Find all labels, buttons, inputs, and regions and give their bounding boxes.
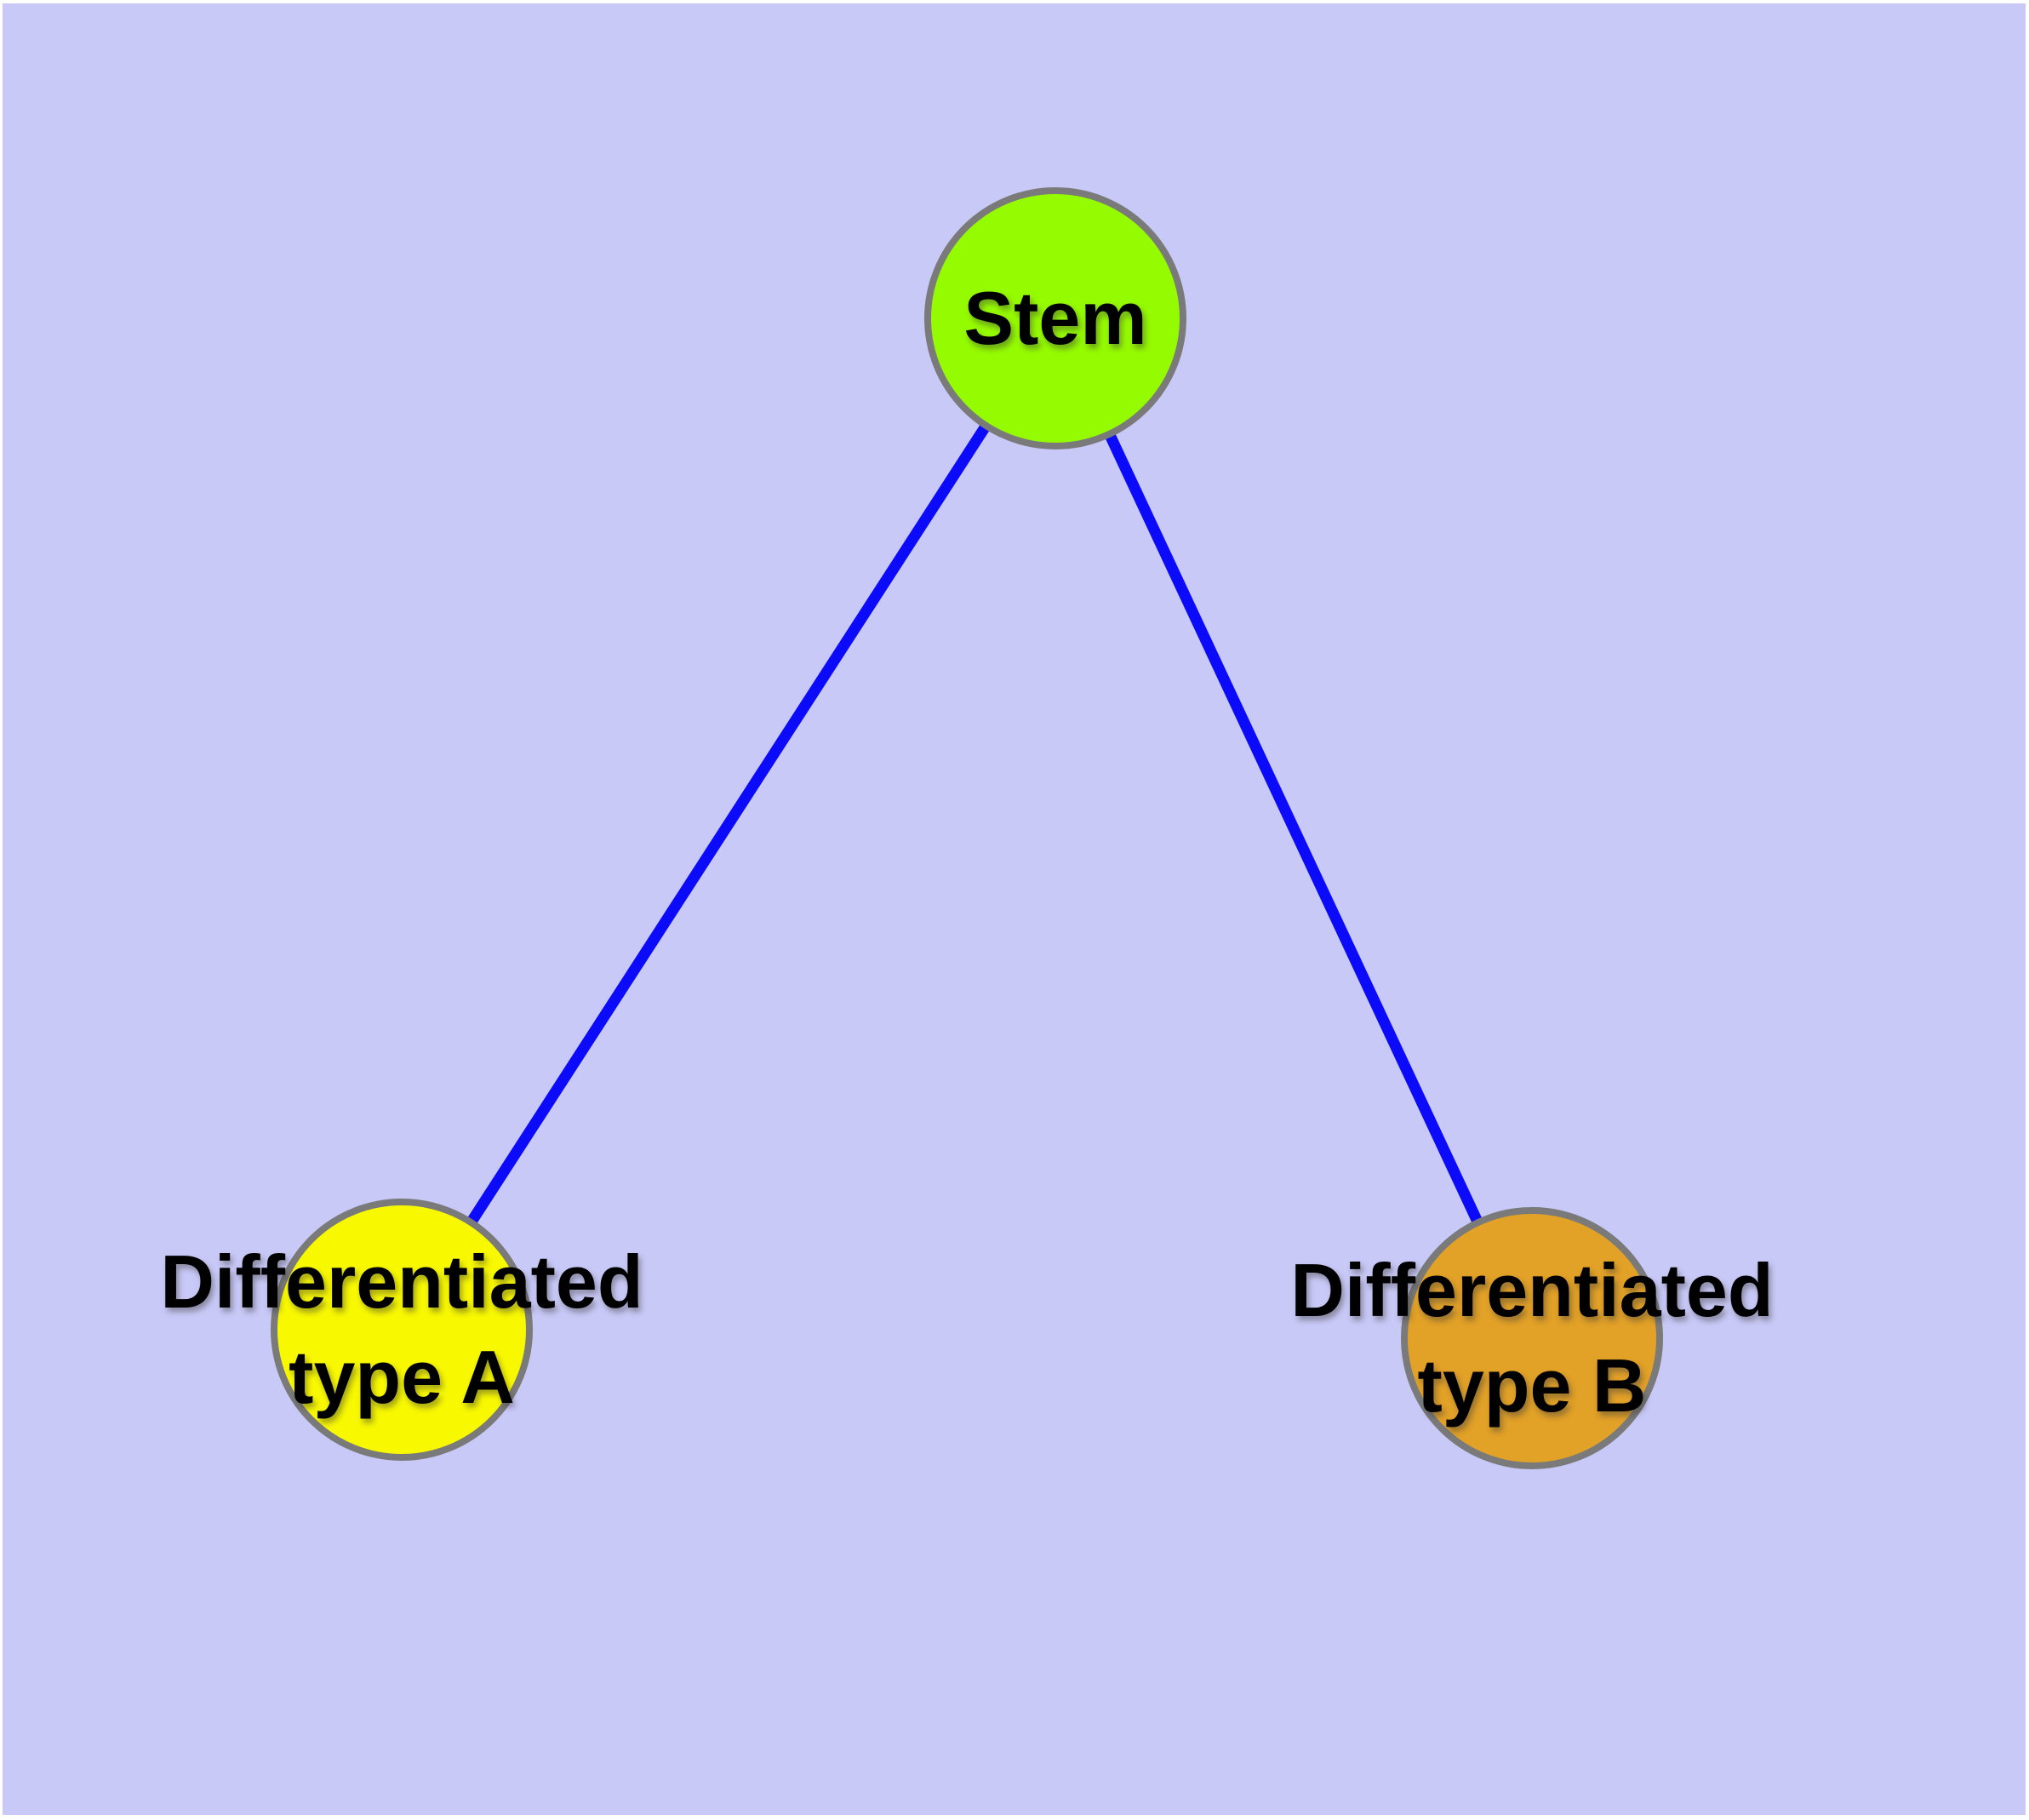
node-diff-b-circle xyxy=(1401,1207,1663,1469)
edge-layer xyxy=(397,315,1537,1341)
node-label-line: type A xyxy=(289,1335,515,1419)
node-diff-b-label: Differentiated type B xyxy=(1290,1243,1773,1434)
graph-canvas xyxy=(271,187,1663,1469)
node-label-line: Differentiated xyxy=(1290,1248,1774,1332)
node-label-line: type B xyxy=(1417,1343,1647,1428)
node-label-line: Differentiated xyxy=(160,1239,643,1324)
node-label-line: Stem xyxy=(963,276,1147,360)
node-stem-label: Stem xyxy=(963,271,1146,366)
node-layer xyxy=(271,187,1663,1469)
node-diff-a-circle xyxy=(271,1199,533,1461)
node-diff-a-label: Differentiated type A xyxy=(160,1234,643,1425)
node-stem-circle xyxy=(924,187,1186,449)
edge-stem-to-diff-a xyxy=(397,315,1060,1333)
edge-stem-to-diff-b xyxy=(1050,316,1537,1341)
